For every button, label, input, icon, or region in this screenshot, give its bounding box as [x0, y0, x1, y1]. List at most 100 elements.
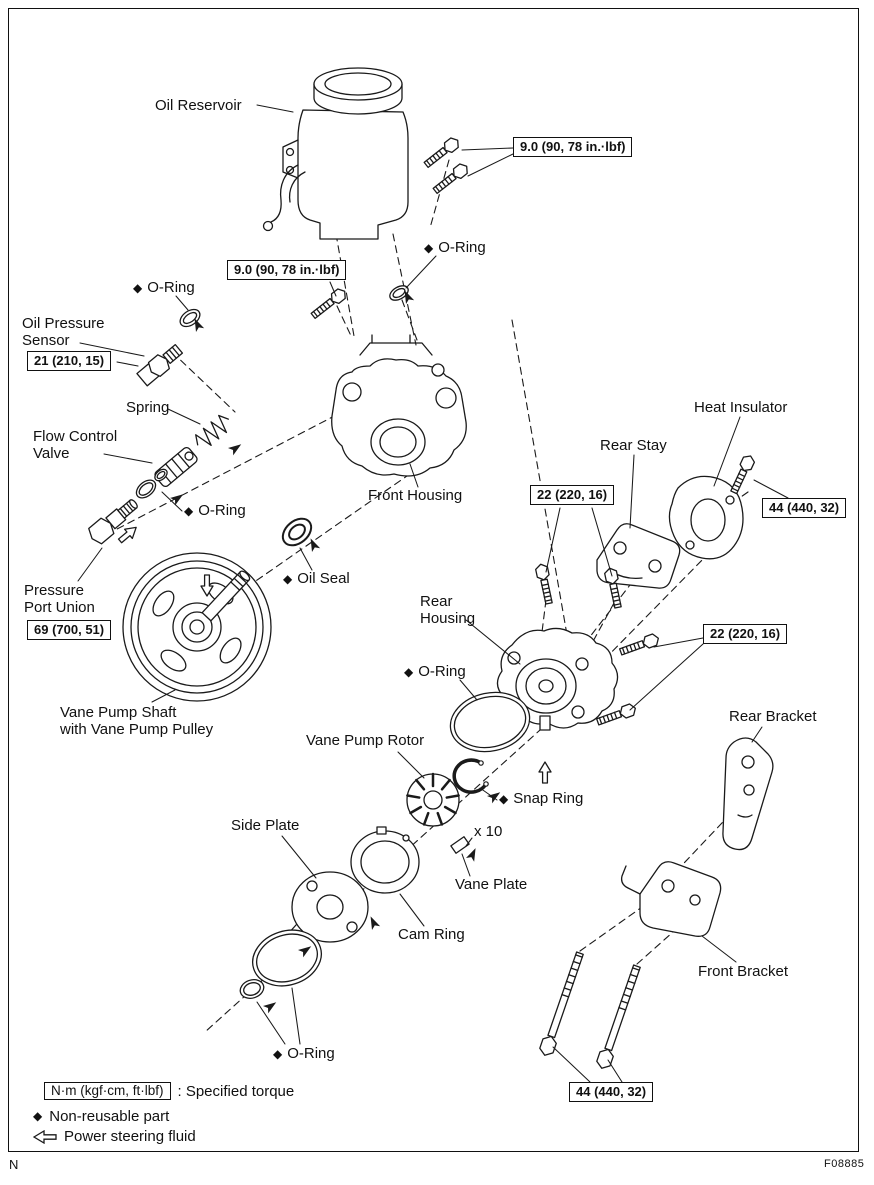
side-plate-art: [286, 871, 369, 943]
vane-pump-rotor-art: [406, 772, 460, 827]
pressure-port-union-art: [88, 499, 138, 545]
flow-control-valve-art: [154, 446, 198, 488]
label-flow-control-valve: Flow Control Valve: [33, 428, 117, 463]
snap-ring-art: [452, 758, 489, 794]
label-text: Oil Seal: [297, 570, 350, 587]
oil-reservoir-art: [262, 67, 409, 240]
oil-seal-art: [281, 517, 313, 547]
torque-box-rear-housing-bolts: 22 (220, 16): [703, 624, 788, 644]
torque-box-pressure-port-union: 69 (700, 51): [27, 620, 112, 640]
label-text: O-Ring: [198, 502, 246, 519]
leader-lines: [77, 104, 789, 1083]
label-rear-housing: Rear Housing: [420, 593, 475, 628]
o-ring-rear-housing-art: [449, 691, 531, 753]
front-bracket-art: [620, 861, 722, 937]
label-line: Sensor: [22, 332, 70, 350]
legend-non-reusable-row: ◆ Non-reusable part: [33, 1107, 169, 1125]
non-reusable-diamond-icon: ◆: [404, 665, 414, 679]
heat-insulator-bolt: [727, 452, 757, 496]
o-ring-sensor-art: [179, 308, 201, 328]
rear-stay-bolt-1: [534, 562, 556, 606]
label-vane-plate-count: x 10: [474, 823, 503, 840]
power-steering-fluid-arrow-icon: [33, 1129, 57, 1144]
label-vane-plate: Vane Plate: [455, 876, 528, 893]
label-o-ring-reservoir: ◆ O-Ring: [424, 239, 486, 257]
o-ring-side-plate-art: [239, 929, 322, 999]
label-pressure-port-union: Pressure Port Union: [24, 582, 95, 617]
label-side-plate: Side Plate: [231, 817, 300, 834]
o-ring-valve-art: [135, 468, 168, 499]
heat-insulator-art: [668, 475, 744, 560]
page-corner-mark: N: [9, 1157, 19, 1172]
label-cam-ring: Cam Ring: [398, 926, 465, 943]
label-spring: Spring: [126, 399, 170, 416]
non-reusable-diamond-icon: ◆: [33, 1109, 43, 1123]
reservoir-bolt-1: [421, 134, 463, 171]
vane-pump-pulley-art: [122, 552, 272, 702]
label-text: O-Ring: [438, 239, 486, 256]
legend-non-reusable-text: Non-reusable part: [49, 1107, 170, 1125]
label-vane-pump-rotor: Vane Pump Rotor: [306, 732, 425, 749]
label-line: Rear: [420, 593, 453, 610]
label-o-ring-side-plate: ◆ O-Ring: [273, 1045, 335, 1063]
label-line: Valve: [33, 445, 70, 463]
label-rear-bracket: Rear Bracket: [729, 708, 817, 725]
label-text: O-Ring: [418, 663, 466, 680]
label-o-ring-sensor: ◆ O-Ring: [133, 279, 195, 297]
rear-housing-bolt-1: [618, 631, 662, 659]
legend-fluid-text: Power steering fluid: [64, 1128, 196, 1145]
legend-torque-row: N·m (kgf·cm, ft·lbf) : Specified torque: [44, 1082, 294, 1100]
vane-plate-art: [450, 836, 470, 854]
pump-shaft-art: [201, 570, 251, 622]
rear-bracket-art: [722, 737, 774, 851]
label-oil-reservoir: Oil Reservoir: [155, 97, 242, 114]
non-reusable-diamond-icon: ◆: [499, 792, 509, 806]
non-reusable-diamond-icon: ◆: [283, 572, 293, 586]
torque-box-bracket-bolts: 44 (440, 32): [569, 1082, 654, 1102]
non-reusable-diamond-icon: ◆: [133, 281, 143, 295]
label-line: Flow Control: [33, 428, 118, 445]
cam-ring-art: [350, 826, 420, 894]
figure-code: F08885: [824, 1158, 865, 1170]
label-oil-pressure-sensor: Oil Pressure Sensor: [22, 315, 105, 350]
torque-box-oil-pressure-sensor: 21 (210, 15): [27, 351, 112, 371]
oil-pressure-sensor-art: [136, 343, 184, 387]
label-line: Oil Pressure: [22, 315, 105, 332]
label-o-ring-rear-housing: ◆ O-Ring: [404, 663, 466, 681]
legend-fluid-row: Power steering fluid: [33, 1128, 196, 1145]
label-front-bracket: Front Bracket: [698, 963, 789, 980]
non-reusable-diamond-icon: ◆: [424, 241, 434, 255]
label-text: O-Ring: [287, 1045, 335, 1062]
bracket-bolt-1: [537, 950, 588, 1059]
torque-box-rear-stay-bolts: 22 (220, 16): [530, 485, 615, 505]
label-line: with Vane Pump Pulley: [60, 721, 214, 739]
label-heat-insulator: Heat Insulator: [694, 399, 788, 416]
legend-torque-box: N·m (kgf·cm, ft·lbf): [44, 1082, 171, 1100]
torque-box-reservoir-bolts: 9.0 (90, 78 in.·lbf): [513, 137, 633, 157]
label-text: Snap Ring: [513, 790, 584, 807]
legend-torque-text: : Specified torque: [177, 1082, 295, 1100]
reservoir-bolt-3: [308, 285, 350, 322]
label-line: Pressure: [24, 582, 85, 599]
spring-art: [195, 414, 229, 446]
label-line: Port Union: [24, 599, 95, 617]
label-front-housing: Front Housing: [368, 487, 463, 504]
rear-housing-art: [496, 627, 619, 731]
figure-border: [8, 8, 859, 1152]
reservoir-bolt-2: [430, 160, 472, 197]
rear-stay-art: [596, 523, 681, 589]
o-ring-reservoir-art: [389, 285, 409, 301]
front-housing-art: [331, 334, 467, 477]
label-rear-stay: Rear Stay: [600, 437, 667, 454]
label-text: O-Ring: [147, 279, 195, 296]
non-reusable-diamond-icon: ◆: [184, 504, 194, 518]
label-oil-seal: ◆ Oil Seal: [283, 570, 350, 588]
torque-box-reservoir-bolt-lower: 9.0 (90, 78 in.·lbf): [227, 260, 347, 280]
label-snap-ring: ◆ Snap Ring: [499, 790, 583, 808]
label-line: Vane Pump Shaft: [60, 704, 177, 721]
label-vane-pump-shaft: Vane Pump Shaft with Vane Pump Pulley: [60, 704, 213, 739]
non-reusable-diamond-icon: ◆: [273, 1047, 283, 1061]
label-o-ring-valve: ◆ O-Ring: [184, 502, 246, 520]
